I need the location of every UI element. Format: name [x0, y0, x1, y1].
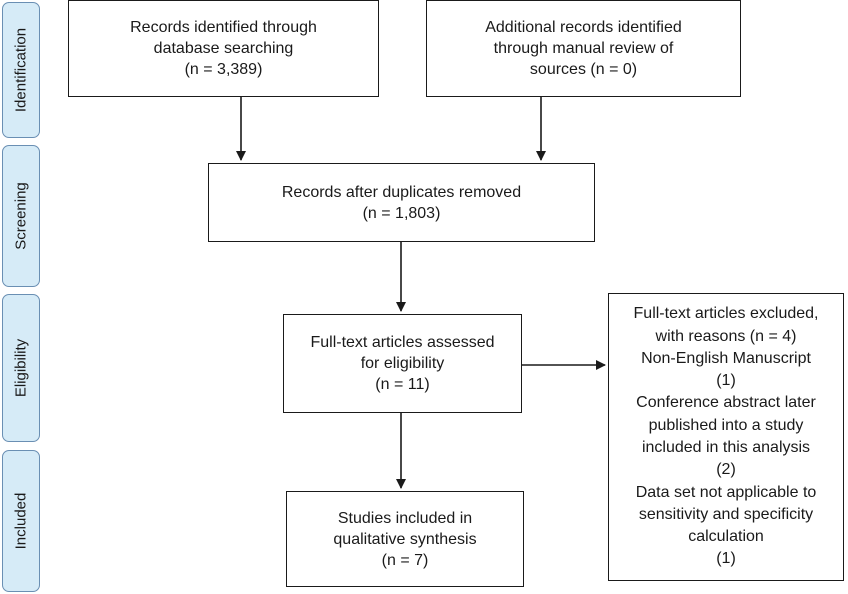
box-duplicates-removed: Records after duplicates removed (n = 1,…: [208, 163, 595, 242]
box-manual-line: through manual review of: [493, 40, 674, 57]
box-excluded-line: Conference abstract later: [636, 394, 816, 412]
box-manual-line: Additional records identified: [485, 19, 682, 36]
box-excluded-line: sensitivity and specificity: [638, 505, 814, 523]
box-included-line: Studies included in: [337, 509, 473, 527]
box-excluded-line: published into a study: [648, 416, 804, 434]
box-fulltext-line: Full-text articles assessed: [310, 334, 495, 351]
box-excluded-line: Full-text articles excluded,: [633, 305, 819, 323]
box-manual-records: Additional records identified through ma…: [426, 0, 741, 97]
box-excluded-line: included in this analysis: [641, 439, 811, 456]
box-duplicates-line: Records after duplicates removed: [281, 183, 522, 201]
box-included-line: (n = 7): [381, 551, 429, 569]
box-excluded-line: Data set not applicable to: [635, 483, 817, 501]
box-duplicates-line: (n = 1,803): [362, 204, 441, 222]
box-fulltext-assessed: Full-text articles assessed for eligibil…: [283, 314, 522, 413]
box-database-records: Records identified through database sear…: [68, 0, 379, 97]
box-excluded-line: with reasons (n = 4): [655, 327, 797, 345]
box-fulltext-line: for eligibility: [360, 355, 445, 372]
box-database-line: Records identified through: [130, 19, 317, 36]
box-fulltext-line: (n = 11): [375, 376, 430, 393]
box-excluded-line: (2): [716, 461, 736, 479]
box-excluded-line: (1): [716, 550, 736, 568]
box-excluded-line: (1): [716, 372, 736, 390]
phase-identification: Identification: [2, 2, 40, 138]
box-excluded-line: Non-English Manuscript: [641, 349, 811, 367]
phase-screening: Screening: [2, 145, 40, 287]
box-manual-line: sources (n = 0): [529, 61, 638, 78]
box-fulltext-excluded: Full-text articles excluded, with reason…: [608, 293, 844, 581]
phase-included: Included: [2, 450, 40, 592]
box-included-line: qualitative synthesis: [333, 530, 477, 548]
box-studies-included: Studies included in qualitative synthesi…: [286, 491, 524, 587]
phase-eligibility: Eligibility: [2, 294, 40, 442]
box-database-line: database searching: [153, 40, 294, 57]
box-excluded-line: calculation: [688, 528, 764, 546]
box-database-line: (n = 3,389): [184, 61, 263, 78]
